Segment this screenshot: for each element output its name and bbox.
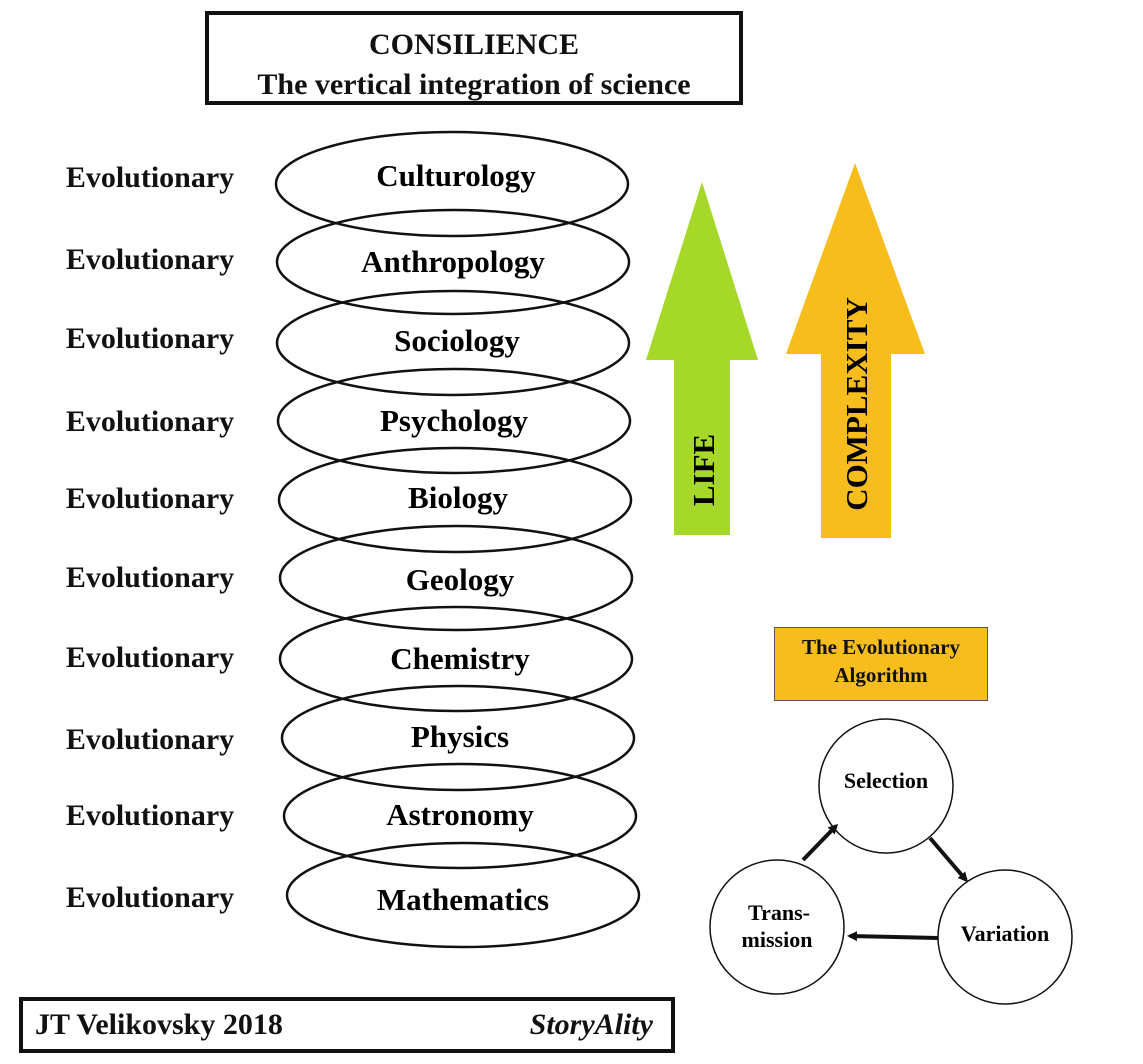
algorithm-title-line2: Algorithm: [834, 663, 928, 687]
prefix-label: Evolutionary: [65, 322, 235, 355]
discipline-stack: Culturology Anthropology Sociology Psych…: [274, 130, 641, 949]
discipline-label: Anthropology: [361, 244, 545, 279]
footer-box: JT Velikovsky 2018 StoryAlity: [19, 997, 675, 1053]
selection-label: Selection: [844, 768, 928, 793]
life-arrow-shape: [646, 182, 758, 535]
title-heading: CONSILIENCE: [368, 28, 580, 61]
prefix-label: Evolutionary: [65, 799, 235, 832]
discipline-ellipse: Anthropology: [275, 208, 631, 316]
discipline-ellipse: Chemistry: [278, 605, 634, 713]
discipline-ellipse: Biology: [277, 446, 633, 554]
discipline-label: Biology: [408, 480, 508, 515]
discipline-label: Mathematics: [377, 882, 549, 917]
variation-label: Variation: [961, 921, 1049, 946]
prefix-label: Evolutionary: [65, 482, 235, 515]
discipline-ellipse: Culturology: [274, 130, 630, 238]
discipline-label: Physics: [411, 719, 509, 754]
discipline-label: Geology: [406, 562, 515, 597]
transmission-label-line1: Trans-: [748, 900, 810, 925]
footer-brand: StoryAlity: [529, 1008, 653, 1041]
title-subheading: The vertical integration of science: [257, 68, 691, 101]
discipline-ellipse: Mathematics: [285, 841, 641, 949]
discipline-ellipse: Geology: [278, 524, 634, 632]
complexity-arrow-label: COMPLEXITY: [839, 297, 874, 511]
algorithm-cycle: Selection Variation Trans- mission: [709, 718, 1073, 1005]
prefix-label: Evolutionary: [65, 405, 235, 438]
discipline-ellipse: Sociology: [275, 289, 631, 397]
prefix-label: Evolutionary: [65, 243, 235, 276]
complexity-arrow-shape: [786, 163, 925, 538]
life-arrow-label: LIFE: [686, 434, 721, 506]
variation-to-transmission-arrow: [847, 931, 939, 942]
prefix-label: Evolutionary: [65, 161, 235, 194]
prefix-label: Evolutionary: [65, 641, 235, 674]
prefix-label: Evolutionary: [65, 561, 235, 594]
discipline-label: Astronomy: [386, 797, 534, 832]
discipline-ellipse: Astronomy: [282, 762, 638, 870]
complexity-arrow: COMPLEXITY: [786, 163, 925, 538]
transmission-to-selection-arrow: [801, 823, 839, 862]
algorithm-title-box: The Evolutionary Algorithm: [774, 627, 988, 701]
footer-author: JT Velikovsky 2018: [35, 1008, 283, 1041]
discipline-label: Sociology: [394, 323, 520, 358]
life-arrow: LIFE: [646, 182, 758, 535]
discipline-ellipse: Physics: [280, 684, 636, 792]
discipline-label: Psychology: [380, 403, 529, 438]
selection-node: [818, 718, 954, 854]
prefix-label: Evolutionary: [65, 723, 235, 756]
transmission-node: [709, 859, 845, 995]
algorithm-title-line1: The Evolutionary: [801, 635, 961, 659]
title-box: CONSILIENCE The vertical integration of …: [205, 11, 743, 105]
selection-to-variation-arrow: [928, 836, 968, 883]
discipline-ellipse: Psychology: [276, 367, 632, 475]
prefix-label: Evolutionary: [65, 881, 235, 914]
transmission-label-line2: mission: [742, 927, 813, 952]
discipline-label: Culturology: [376, 158, 536, 193]
discipline-label: Chemistry: [390, 641, 530, 676]
